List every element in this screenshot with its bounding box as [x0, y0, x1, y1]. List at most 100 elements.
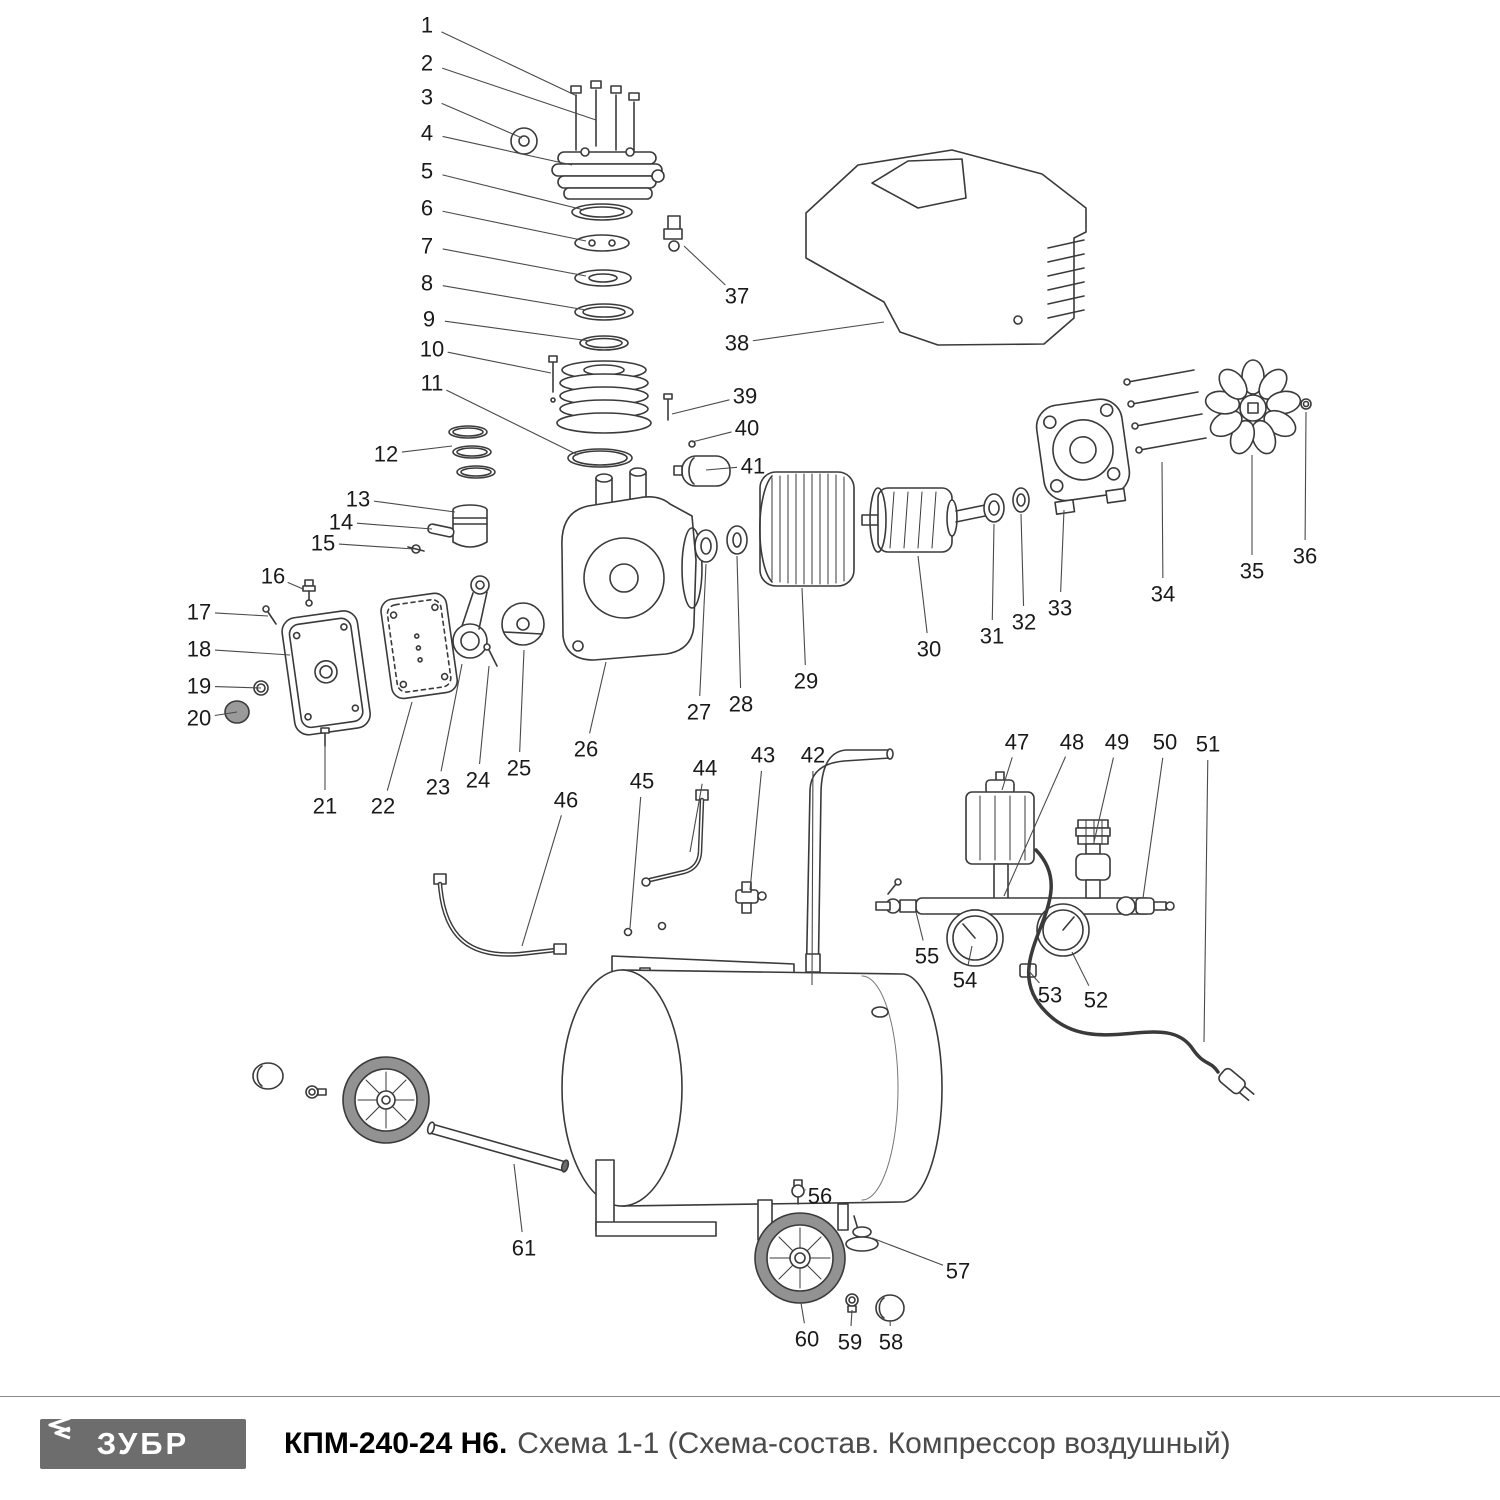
cover-gasket-drawing — [380, 592, 459, 700]
cylinder-head-drawing — [551, 147, 665, 200]
part-label-52: 52 — [1084, 988, 1108, 1013]
manifold-drawing — [875, 878, 1153, 915]
stator-drawing — [759, 471, 855, 587]
part-label-29: 29 — [794, 669, 818, 694]
part-label-45: 45 — [630, 769, 654, 794]
leader-line-61 — [513, 1163, 523, 1233]
part-label-9: 9 — [423, 307, 435, 332]
shroud-drawing — [805, 149, 1087, 346]
leader-line-36 — [1304, 411, 1307, 541]
part-label-36: 36 — [1293, 544, 1317, 569]
part-label-61: 61 — [512, 1236, 536, 1261]
part-label-14: 14 — [329, 510, 353, 535]
leader-line-29 — [801, 587, 806, 666]
leader-line-38 — [752, 321, 885, 342]
breather-drawing — [302, 579, 316, 607]
leader-line-23 — [440, 663, 463, 772]
part-label-33: 33 — [1048, 596, 1072, 621]
cylinder-oring-drawing — [567, 448, 633, 468]
leader-line-1 — [441, 31, 578, 97]
part-label-32: 32 — [1012, 610, 1036, 635]
piston-rings-drawing — [448, 425, 496, 479]
part-label-41: 41 — [741, 454, 765, 479]
leader-line-31 — [991, 523, 995, 621]
leader-line-33 — [1060, 509, 1065, 593]
crankcase-cover-drawing — [224, 605, 371, 747]
bushing-drawing — [510, 127, 538, 155]
part-label-20: 20 — [187, 706, 211, 731]
small-screws-drawing — [663, 393, 696, 448]
part-label-57: 57 — [946, 1259, 970, 1284]
leader-line-26 — [589, 661, 607, 734]
gasket-stack-drawing — [571, 203, 634, 351]
part-label-25: 25 — [507, 756, 531, 781]
part-label-50: 50 — [1153, 730, 1177, 755]
leader-line-24 — [478, 665, 490, 765]
leader-line-47 — [1001, 757, 1013, 791]
leader-line-9 — [444, 320, 591, 342]
leader-line-19 — [214, 685, 262, 689]
leader-line-18 — [214, 649, 291, 656]
leader-line-20 — [214, 711, 238, 717]
outlet-coupler-drawing — [1116, 896, 1175, 916]
power-cord-drawing — [1026, 848, 1255, 1102]
leader-line-22 — [386, 701, 413, 791]
part-label-8: 8 — [421, 271, 433, 296]
part-label-2: 2 — [421, 51, 433, 76]
zubr-logo-icon — [48, 1416, 71, 1440]
part-label-35: 35 — [1240, 559, 1264, 584]
drain-foot-drawing — [791, 1179, 879, 1252]
part-label-54: 54 — [953, 968, 977, 993]
part-label-11: 11 — [421, 371, 444, 396]
handle-drawing — [805, 748, 894, 993]
head-screw-drawing — [548, 355, 558, 403]
leader-line-54 — [967, 945, 973, 965]
leader-line-48 — [1003, 756, 1067, 897]
air-fitting-drawing — [663, 215, 683, 252]
part-label-37: 37 — [725, 284, 749, 309]
leader-line-60 — [800, 1302, 805, 1324]
long-tube-drawing — [433, 873, 567, 957]
mount-screws-drawing — [623, 921, 667, 937]
leader-line-27 — [699, 563, 707, 697]
part-label-17: 17 — [187, 600, 211, 625]
leader-line-4 — [442, 135, 573, 166]
part-label-59: 59 — [838, 1330, 862, 1355]
part-label-53: 53 — [1038, 983, 1062, 1008]
part-label-23: 23 — [426, 775, 450, 800]
footer: ЗУБР КПМ-240-24 Н6.Схема 1-1 (Схема-сост… — [40, 1414, 1470, 1474]
leader-line-32 — [1020, 513, 1025, 607]
leader-line-12 — [401, 445, 453, 453]
part-label-16: 16 — [261, 564, 285, 589]
model-number: КПМ-240-24 Н6. — [284, 1427, 508, 1460]
part-label-47: 47 — [1005, 730, 1029, 755]
brand-name: ЗУБР — [96, 1426, 190, 1461]
part-label-19: 19 — [187, 674, 211, 699]
wheel-left-drawing — [342, 1056, 430, 1144]
leader-line-3 — [441, 102, 523, 139]
zubr-logo: ЗУБР — [40, 1416, 246, 1469]
leader-line-6 — [442, 210, 587, 242]
leader-line-44 — [689, 783, 703, 853]
leader-line-15 — [338, 543, 415, 550]
part-label-15: 15 — [311, 531, 335, 556]
part-label-4: 4 — [421, 121, 433, 146]
part-label-1: 1 — [421, 13, 433, 38]
leader-line-10 — [447, 351, 552, 374]
part-label-5: 5 — [421, 159, 433, 184]
part-label-31: 31 — [980, 624, 1004, 649]
part-label-3: 3 — [421, 85, 433, 110]
axle-drawing — [426, 1121, 570, 1173]
part-label-28: 28 — [729, 692, 753, 717]
part-label-27: 27 — [687, 700, 711, 725]
leader-line-52 — [1071, 951, 1090, 986]
part-label-12: 12 — [374, 442, 398, 467]
capacitor-drawing — [673, 455, 731, 487]
leader-line-49 — [1093, 757, 1114, 843]
nut-drawing — [1300, 398, 1312, 410]
part-label-24: 24 — [466, 768, 490, 793]
end-bracket-drawing — [1035, 398, 1131, 515]
part-label-49: 49 — [1105, 730, 1129, 755]
